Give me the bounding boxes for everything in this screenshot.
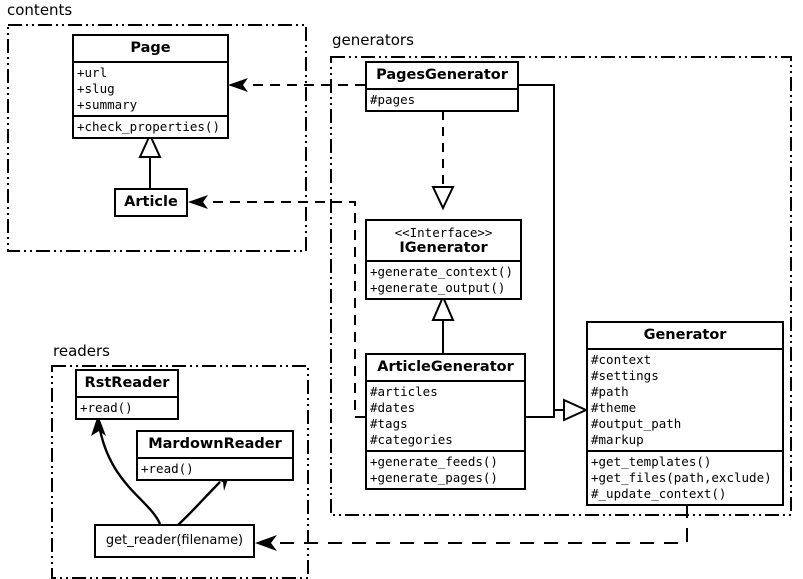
package-label-readers: readers xyxy=(53,342,110,360)
class-methods-rst-reader: +read() xyxy=(77,396,177,418)
class-box-article-generator[interactable]: ArticleGenerator #articles #dates #tags … xyxy=(365,353,526,490)
class-box-article[interactable]: Article xyxy=(114,188,188,217)
attribute-row: +url xyxy=(77,65,108,80)
class-attributes-page: +url +slug +summary xyxy=(74,61,227,115)
edge-articlegen-generalizes-generator xyxy=(526,410,555,418)
attribute-row: #dates xyxy=(370,400,416,415)
class-title-mardown-reader: MardownReader xyxy=(148,436,282,452)
edge-article-generalizes-page xyxy=(138,132,162,188)
class-attributes-pages-generator: #pages xyxy=(367,88,517,110)
class-title-article: Article xyxy=(124,194,178,210)
attribute-row: #categories xyxy=(370,432,453,447)
class-title-rst-reader: RstReader xyxy=(84,375,170,391)
method-row: +generate_pages() xyxy=(370,470,498,485)
edge-articlegen-depends-article xyxy=(188,195,365,418)
class-box-page[interactable]: Page +url +slug +summary +check_properti… xyxy=(72,34,229,139)
function-box-get-reader[interactable]: get_reader(filename) xyxy=(94,524,255,558)
class-box-igenerator[interactable]: <<Interface>> IGenerator +generate_conte… xyxy=(365,219,522,300)
class-methods-page: +check_properties() xyxy=(74,115,227,137)
method-row: +read() xyxy=(141,461,194,476)
edge-pagesgen-realizes-igenerator xyxy=(431,111,455,211)
class-title-page: Page xyxy=(130,40,171,56)
attribute-row: #pages xyxy=(370,92,416,107)
attribute-row: #markup xyxy=(591,432,644,447)
attribute-row: #tags xyxy=(370,416,408,431)
class-attributes-generator: #context #settings #path #theme #output_… xyxy=(588,348,782,450)
package-label-contents: contents xyxy=(7,1,73,19)
method-row: +get_templates() xyxy=(591,454,712,469)
function-label-get-reader: get_reader(filename) xyxy=(105,533,244,548)
attribute-row: #settings xyxy=(591,368,659,383)
class-methods-igenerator: +generate_context() +generate_output() xyxy=(367,260,520,298)
class-title-generator: Generator xyxy=(643,327,727,343)
class-methods-article-generator: +generate_feeds() +generate_pages() xyxy=(367,450,524,488)
class-box-mardown-reader[interactable]: MardownReader +read() xyxy=(136,430,294,481)
method-row: +read() xyxy=(80,400,133,415)
method-row: +generate_feeds() xyxy=(370,454,498,469)
edge-pagesgen-depends-page xyxy=(228,78,365,92)
attribute-row: +slug xyxy=(77,81,115,96)
edge-articlegen-realizes-igenerator xyxy=(431,294,455,355)
class-title-pages-generator: PagesGenerator xyxy=(376,67,508,83)
attribute-row: #context xyxy=(591,352,652,367)
class-title-article-generator: ArticleGenerator xyxy=(377,359,514,375)
method-row: +get_files(path,exclude) xyxy=(591,470,772,485)
class-box-rst-reader[interactable]: RstReader +read() xyxy=(75,369,179,420)
attribute-row: #path xyxy=(591,384,629,399)
method-row: +check_properties() xyxy=(77,119,220,134)
attribute-row: #theme xyxy=(591,400,637,415)
class-methods-generator: +get_templates() +get_files(path,exclude… xyxy=(588,450,782,504)
attribute-row: +summary xyxy=(77,97,138,112)
method-row: +generate_context() xyxy=(370,264,513,279)
class-box-generator[interactable]: Generator #context #settings #path #them… xyxy=(586,321,784,506)
attribute-row: #output_path xyxy=(591,416,682,431)
method-row: #_update_context() xyxy=(591,486,727,501)
class-name-igenerator: IGenerator xyxy=(399,240,488,256)
class-attributes-article-generator: #articles #dates #tags #categories xyxy=(367,380,524,450)
method-row: +generate_output() xyxy=(370,280,506,295)
class-methods-mardown-reader: +read() xyxy=(138,457,292,479)
edge-generator-depends-get-reader xyxy=(255,504,688,551)
class-box-pages-generator[interactable]: PagesGenerator #pages xyxy=(365,61,519,112)
class-title-igenerator: <<Interface>> IGenerator xyxy=(367,221,520,260)
edge-pagesgen-generalizes-generator xyxy=(519,84,589,422)
class-stereotype-igenerator: <<Interface>> xyxy=(394,225,493,240)
package-label-generators: generators xyxy=(332,31,414,49)
attribute-row: #articles xyxy=(370,384,438,399)
